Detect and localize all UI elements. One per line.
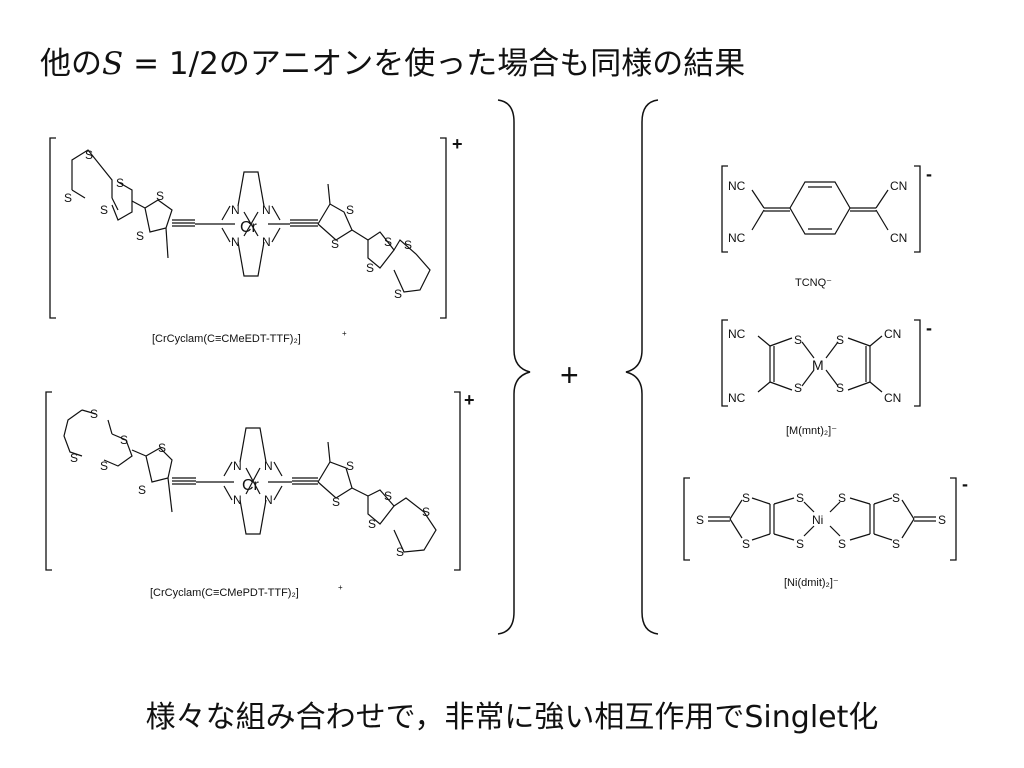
atom-cn: CN (890, 179, 907, 193)
atom-s: S (70, 451, 78, 465)
cation-pdt-label-charge: + (338, 583, 343, 592)
atom-n: N (264, 493, 273, 507)
atom-s: S (64, 191, 72, 205)
atom-m: M (812, 357, 824, 373)
atom-s: S (892, 491, 900, 505)
atom-s: S (384, 489, 392, 503)
atom-cn: CN (884, 391, 901, 405)
atom-s: S (796, 491, 804, 505)
anion-tcnq-structure: - (721, 164, 932, 253)
atom-s: S (394, 287, 402, 301)
atom-nc: NC (728, 179, 746, 193)
cation-edt-label: [CrCyclam(C≡CMeEDT-TTF)₂] (152, 333, 301, 345)
atom-s: S (796, 537, 804, 551)
cation-edt-label-charge: + (342, 329, 347, 338)
left-curly-brace (625, 99, 659, 635)
atom-s: S (116, 176, 124, 190)
bracket-left (45, 391, 52, 571)
atom-s: S (838, 537, 846, 551)
cation-pdt-structure: + S S S S S S N (45, 390, 475, 571)
right-curly-brace (497, 99, 531, 635)
atom-s: S (794, 381, 802, 395)
atom-nc: NC (728, 231, 746, 245)
atom-n: N (262, 203, 271, 217)
atom-s: S (742, 491, 750, 505)
atom-n: N (233, 493, 242, 507)
atom-cn: CN (884, 327, 901, 341)
atom-s: S (368, 517, 376, 531)
atom-cr: Cr (240, 219, 258, 236)
title-rest: = 1/2のアニオンを使った場合も同様の結果 (123, 46, 746, 82)
atom-s: S (838, 491, 846, 505)
atom-s: S (346, 459, 354, 473)
cation-pdt-label: [CrCyclam(C≡CMePDT-TTF)₂] (150, 587, 299, 599)
atom-s: S (696, 513, 704, 527)
atom-s: S (331, 237, 339, 251)
atom-s: S (120, 433, 128, 447)
atom-s: S (742, 537, 750, 551)
atom-s: S (100, 459, 108, 473)
anion-tcnq-charge: - (926, 164, 932, 184)
anion-mmnt-charge: - (926, 318, 932, 338)
cation-edt-structure: + S S S S (49, 134, 463, 319)
anion-nidmit-charge: - (962, 474, 968, 494)
plus-sign: + (560, 357, 579, 393)
cation-edt-charge: + (452, 134, 463, 154)
atom-s: S (136, 229, 144, 243)
atom-s: S (346, 203, 354, 217)
atom-s: S (794, 333, 802, 347)
atom-s: S (836, 381, 844, 395)
atom-s: S (100, 203, 108, 217)
atom-s: S (404, 238, 412, 252)
atom-n: N (262, 235, 271, 249)
bracket-right (454, 391, 461, 571)
atom-nc: NC (728, 391, 746, 405)
atom-n: N (231, 203, 240, 217)
atom-n: N (264, 459, 273, 473)
atom-cn: CN (890, 231, 907, 245)
title-prefix: 他の (40, 46, 102, 82)
anion-mmnt-structure: - (721, 318, 932, 407)
atom-s: S (384, 235, 392, 249)
anion-nidmit-label: [Ni(dmit)₂]⁻ (784, 577, 839, 589)
atom-s: S (938, 513, 946, 527)
atom-s: S (396, 545, 404, 559)
atom-s: S (366, 261, 374, 275)
atom-ni: Ni (812, 513, 823, 527)
cation-pdt-charge: + (464, 390, 475, 410)
atom-n: N (231, 235, 240, 249)
atom-s: S (138, 483, 146, 497)
atom-s: S (158, 441, 166, 455)
atom-cr: Cr (242, 477, 260, 494)
title-variable: S (102, 46, 124, 82)
atom-n: N (233, 459, 242, 473)
atom-s: S (892, 537, 900, 551)
atom-s: S (90, 407, 98, 421)
anion-tcnq-label: TCNQ⁻ (795, 277, 832, 289)
anion-mmnt-label: [M(mnt)₂]⁻ (786, 425, 837, 437)
conclusion-text: 様々な組み合わせで，非常に強い相互作用でSinglet化 (145, 700, 879, 735)
atom-s: S (332, 495, 340, 509)
anion-nidmit-structure: - (683, 474, 968, 561)
slide-title: 他のS = 1/2のアニオンを使った場合も同様の結果 (40, 38, 745, 83)
bracket-left (49, 137, 56, 319)
atom-s: S (156, 189, 164, 203)
atom-s: S (836, 333, 844, 347)
atom-nc: NC (728, 327, 746, 341)
bracket-right (440, 137, 447, 319)
atom-s: S (422, 505, 430, 519)
atom-s: S (85, 148, 93, 162)
